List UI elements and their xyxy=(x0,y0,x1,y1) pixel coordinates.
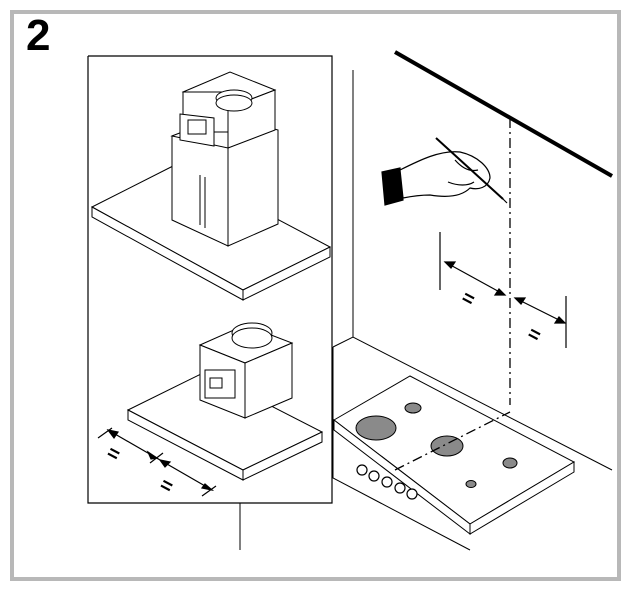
hood-dimension-arrows xyxy=(97,427,217,497)
equal-mark-wall-left: = xyxy=(458,287,479,312)
hood-lower xyxy=(126,322,324,481)
hood-upper xyxy=(90,71,332,301)
wall-corner xyxy=(352,50,613,337)
countertop xyxy=(332,336,613,551)
step-number: 2 xyxy=(26,11,51,60)
hand-with-pencil-icon xyxy=(381,137,508,206)
hob-burners xyxy=(355,402,518,488)
centre-lines xyxy=(394,118,511,471)
hob-knobs xyxy=(356,464,418,500)
wall-dimension-arrows xyxy=(439,232,567,348)
equal-mark-wall-right: = xyxy=(524,323,545,348)
